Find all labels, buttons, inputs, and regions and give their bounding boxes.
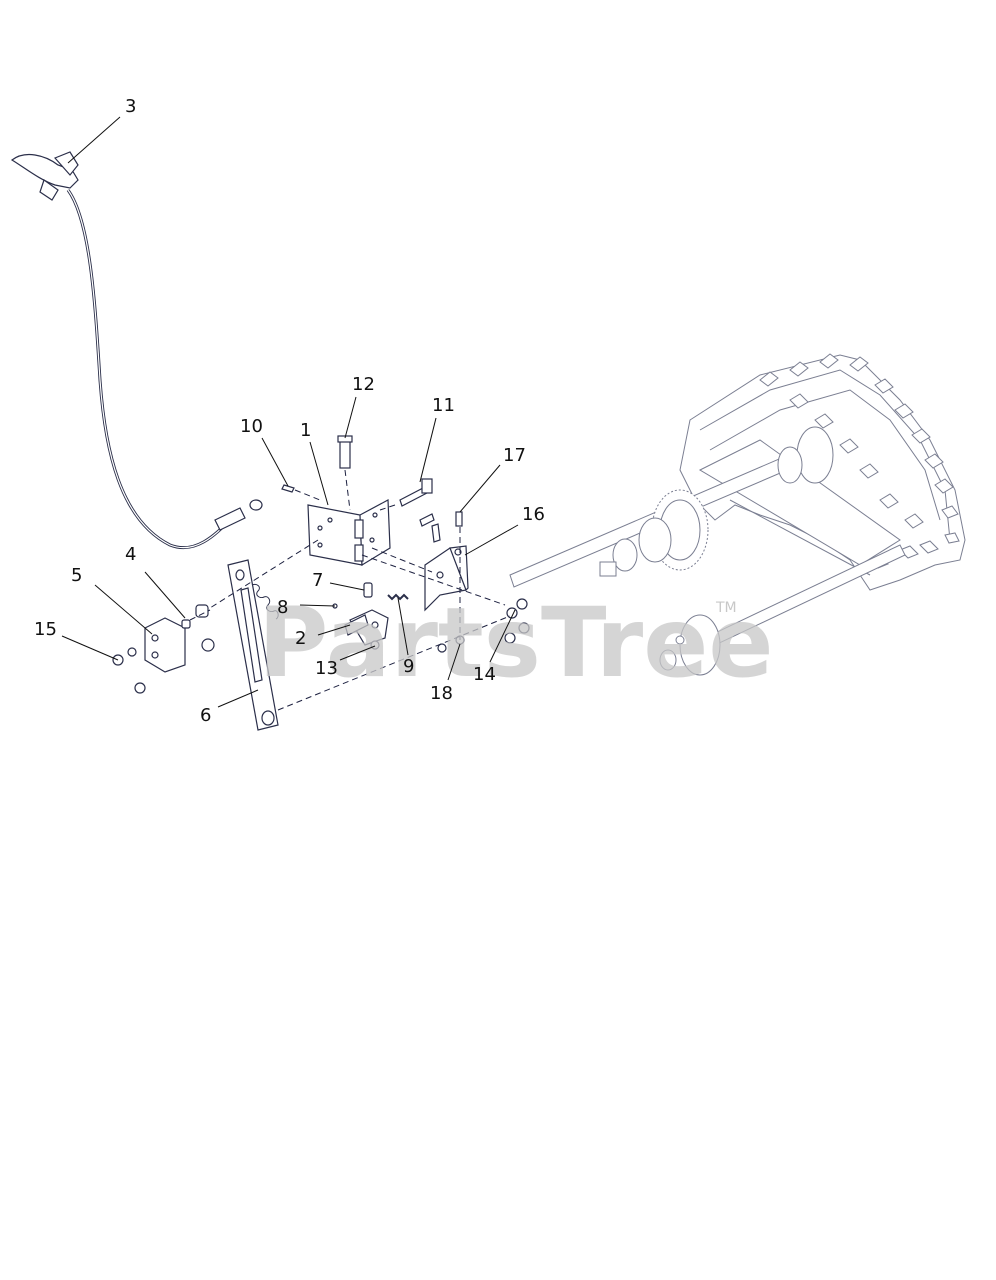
callout-labels: 3 1 10 12 11 17 16 4 5 15 6 7 8 2 13 9 1… (34, 96, 545, 726)
callout-6: 6 (200, 705, 211, 726)
plate-5 (144, 617, 186, 673)
callout-3: 3 (125, 96, 136, 117)
nut-15 (112, 647, 146, 694)
pivot-2 (344, 609, 389, 646)
spring-9 (387, 593, 409, 601)
watermark-text: PartsTree (258, 587, 773, 699)
assembly-lines (189, 469, 511, 711)
callout-4: 4 (125, 544, 136, 565)
callout-7: 7 (312, 570, 323, 591)
spacer-4 (181, 604, 215, 652)
track-drive-assembly (509, 353, 966, 676)
callout-17: 17 (503, 445, 526, 466)
control-lever-cable (10, 151, 263, 550)
callout-15: 15 (34, 619, 57, 640)
callout-10: 10 (240, 416, 263, 437)
bolt-pair (419, 513, 441, 543)
callout-14: 14 (473, 664, 496, 685)
bracket-16 (424, 545, 469, 612)
bolt-17 (455, 511, 463, 527)
bracket-plate (307, 499, 391, 567)
callout-5: 5 (71, 565, 82, 586)
callout-9: 9 (403, 656, 414, 677)
bolt-12 (337, 435, 353, 469)
nuts-14 (504, 598, 530, 644)
track-treads (759, 353, 960, 569)
callout-18: 18 (430, 683, 453, 704)
screw-10 (281, 484, 295, 493)
bolt-11 (399, 478, 433, 507)
callout-12: 12 (352, 374, 375, 395)
callout-8: 8 (277, 597, 288, 618)
lever-arm-6 (227, 559, 279, 731)
callout-1: 1 (300, 420, 311, 441)
callout-16: 16 (522, 504, 545, 525)
callout-13: 13 (315, 658, 338, 679)
callout-11: 11 (432, 395, 455, 416)
nut-18 (437, 635, 465, 653)
leader-lines (61, 116, 519, 708)
callout-2: 2 (295, 628, 306, 649)
watermark-trademark: TM (715, 600, 737, 616)
